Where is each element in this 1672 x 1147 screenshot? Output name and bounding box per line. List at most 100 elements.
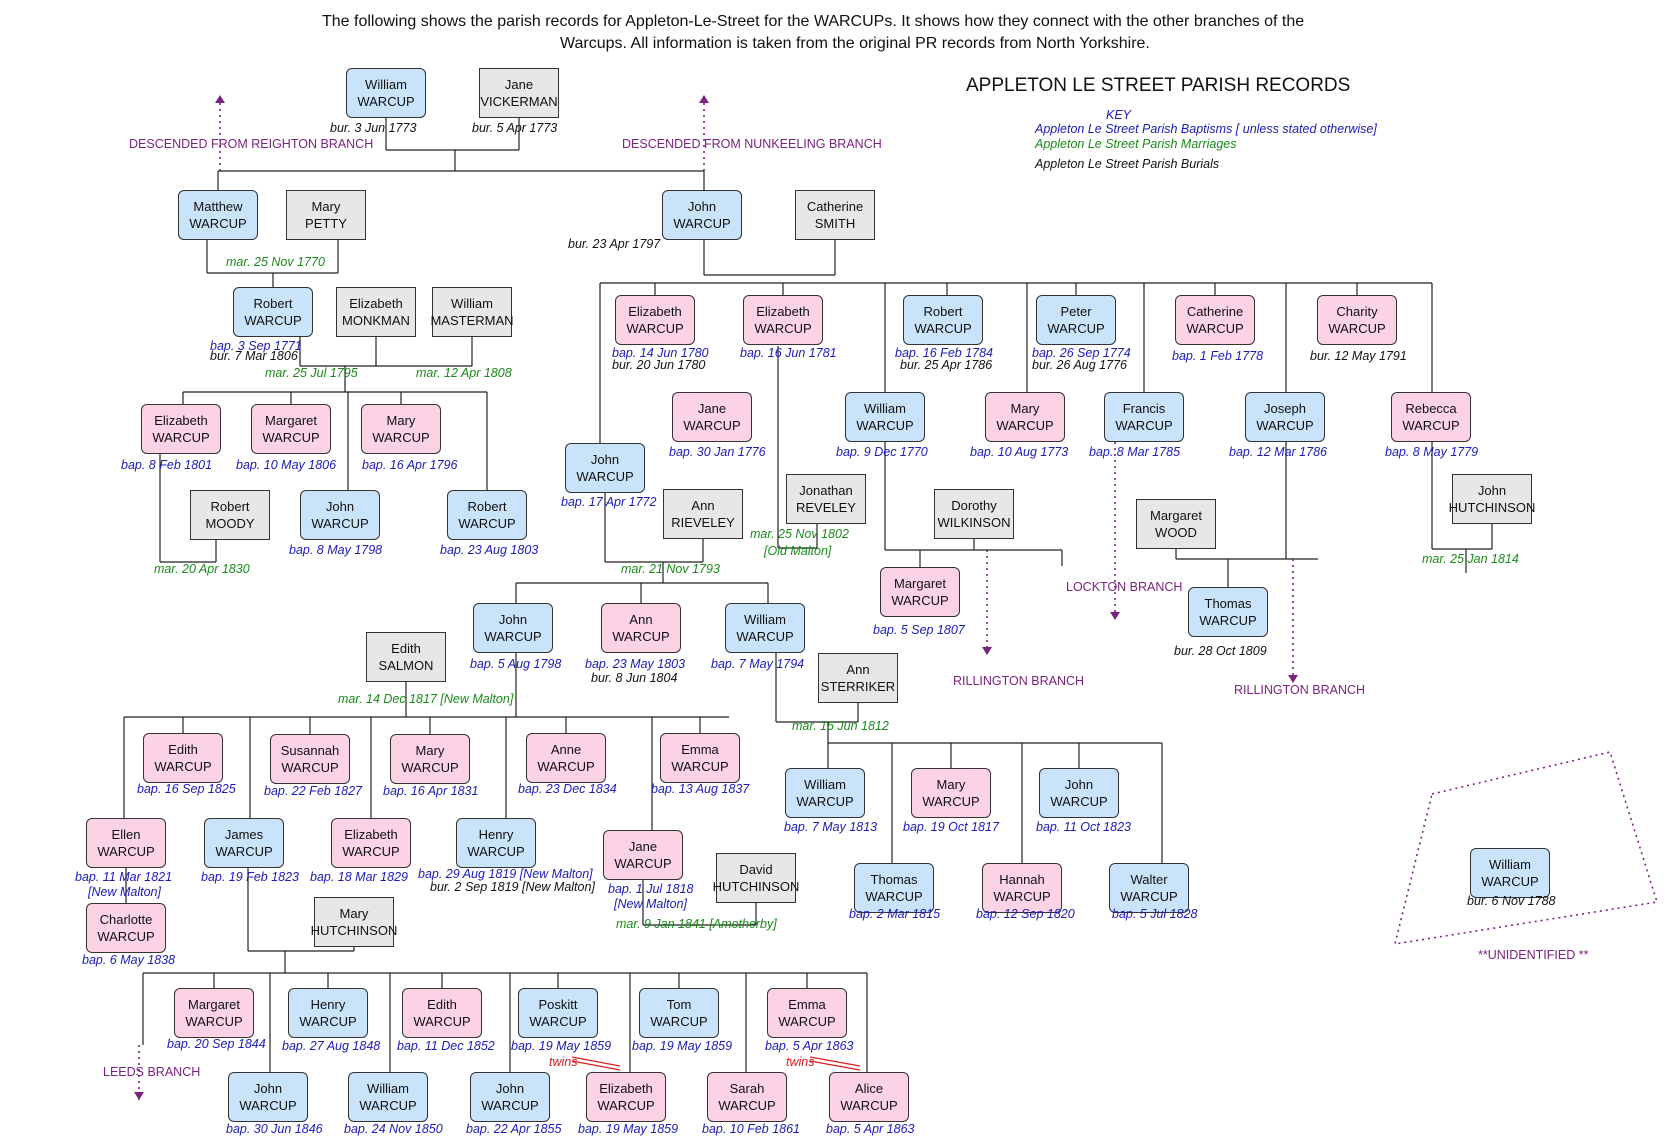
person-first-name: Matthew [193,199,243,214]
record-note-ed1852-bap: bap. 11 Dec 1852 [397,1039,495,1053]
key-burials: Appleton Le Street Parish Burials [1035,157,1220,171]
record-note-jo1786-bap: bap. 12 Mar 1786 [1229,445,1327,459]
key-baptisms: Appleton Le Street Parish Baptisms [ unl… [1035,122,1377,136]
record-note-ed1825-bap: bap. 16 Sep 1825 [137,782,236,796]
person-surname: WARCUP [865,889,923,904]
person-surname: WARCUP [576,469,634,484]
person-surname: WARCUP [993,889,1051,904]
person-surname: WARCUP [891,593,949,608]
record-note-m1806-bap: bap. 10 May 1806 [236,458,337,472]
record-note-j1798a-bap: bap. 8 May 1798 [289,543,383,557]
record-note-al1863-bap: bap. 5 Apr 1863 [826,1122,915,1136]
person-surname: WARCUP [154,759,212,774]
record-note-mar-1793: mar. 21 Nov 1793 [621,562,720,576]
record-note-mar-1830: mar. 20 Apr 1830 [154,562,250,576]
branch-arrow [1288,675,1298,683]
record-note-t1809-bur: bur. 28 Oct 1809 [1174,644,1267,658]
person-surname: WARCUP [484,629,542,644]
person-surname: WARCUP [597,1098,655,1113]
person-first-name: John [498,612,528,627]
record-note-ch1791-bur: bur. 12 May 1791 [1310,349,1407,363]
person-surname: WARCUP [614,856,672,871]
record-note-e1780-bap: bap. 14 Jun 1780 [612,346,709,360]
person-first-name: Francis [1122,401,1166,416]
record-note-j1797-bur: bur. 23 Apr 1797 [568,237,661,251]
person-first-name: Margaret [264,413,318,428]
record-note-sa1861-bap: bap. 10 Feb 1861 [702,1122,800,1136]
